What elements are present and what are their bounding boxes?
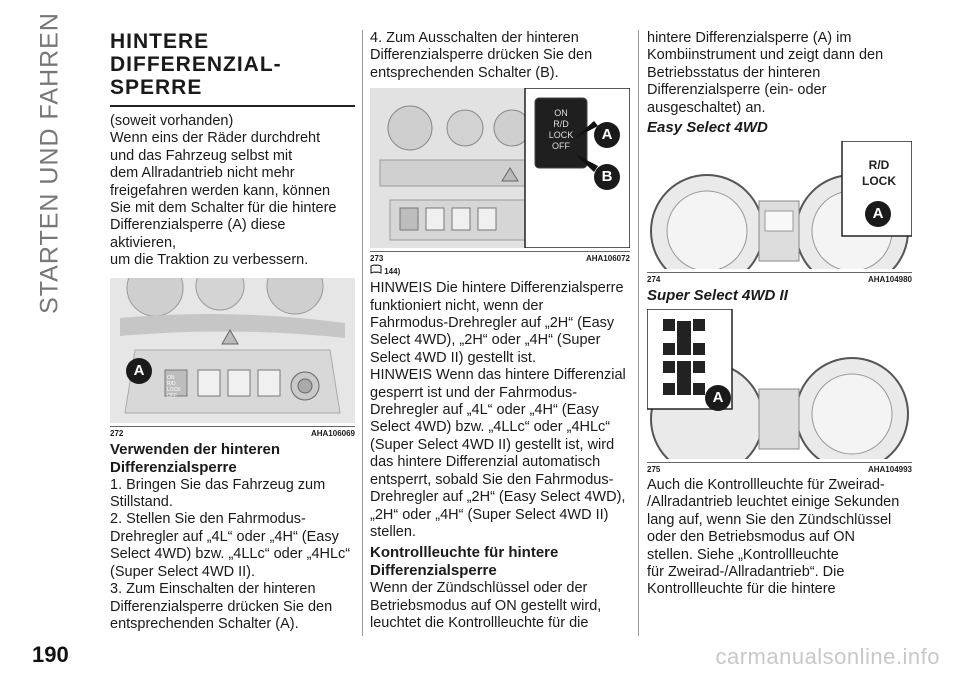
intro-text: (soweit vorhanden)Wenn eins der Räder du… — [110, 113, 337, 269]
callout-a: A — [705, 385, 731, 412]
super-select-heading: Super Select 4WD II — [647, 287, 788, 305]
callout-a: A — [594, 122, 620, 149]
svg-text:LOCK: LOCK — [862, 174, 896, 188]
svg-text:LOCK: LOCK — [549, 130, 574, 140]
book-icon — [370, 264, 382, 274]
closing-text: Auch die Kontrollleuchte für Zweirad-/Al… — [647, 477, 900, 598]
figure-273-image: ON R/D LOCK OFF A B — [370, 88, 630, 249]
svg-text:R/D: R/D — [167, 381, 176, 387]
section-side-title: STARTEN UND FAHREN — [35, 12, 64, 314]
svg-text:OFF: OFF — [552, 141, 570, 151]
callout-b: B — [594, 164, 620, 191]
column-divider — [638, 30, 639, 636]
watermark: carmanualsonline.info — [715, 644, 940, 669]
easy-select-heading: Easy Select 4WD — [647, 119, 768, 137]
svg-text:R/D: R/D — [553, 119, 569, 129]
svg-text:R/D: R/D — [869, 158, 890, 172]
figure-274-image: R/D LOCK A — [647, 141, 912, 270]
svg-text:OFF: OFF — [167, 393, 177, 399]
page-number: 190 — [32, 642, 69, 667]
callout-a: A — [865, 201, 891, 228]
callout-a: A — [126, 357, 152, 384]
figure-272-image: ON R/D LOCK OFF A — [110, 277, 355, 423]
figure-275-image: A — [647, 309, 912, 460]
svg-text:ON: ON — [554, 108, 568, 118]
column-divider — [362, 30, 363, 636]
note-reference: 144) — [370, 264, 630, 276]
svg-text:LOCK: LOCK — [167, 387, 181, 393]
svg-text:ON: ON — [167, 375, 175, 381]
